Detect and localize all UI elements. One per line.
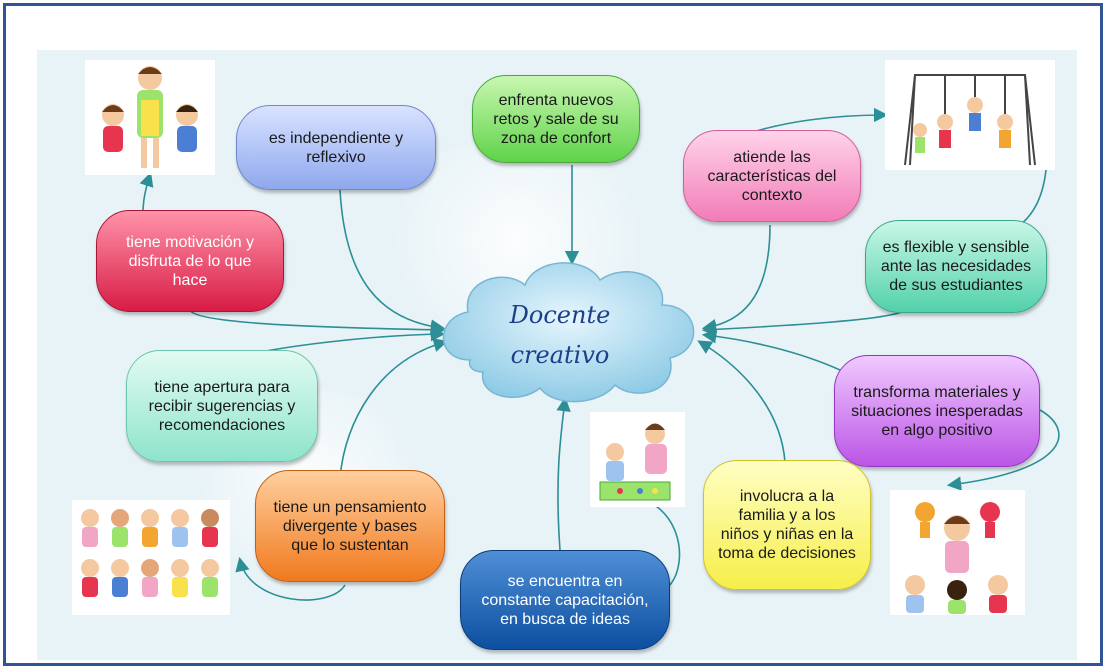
node-independiente: es independiente y reflexivo <box>236 105 436 190</box>
link-n7-center <box>701 329 841 371</box>
link-n3-center <box>701 224 771 334</box>
node-pensamiento-divergente: tiene un pensamiento divergente y bases … <box>255 470 445 582</box>
node-caracteristicas-contexto: atiende las características del contexto <box>683 130 861 222</box>
link-n8-pic3 <box>235 556 346 601</box>
node-apertura: tiene apertura para recibir sugerencias … <box>126 350 318 462</box>
center-title-line1: Docente <box>509 301 611 329</box>
children-group-illustration <box>72 500 230 615</box>
center-title-line2: creativo <box>510 341 610 369</box>
link-n4-center <box>189 309 446 337</box>
link-n7-pic5 <box>946 409 1060 491</box>
playground-illustration <box>885 60 1055 170</box>
node-involucra-familia: involucra a la familia y a los niños y n… <box>703 460 871 590</box>
node-motivacion: tiene motivación y disfruta de lo que ha… <box>96 210 284 312</box>
puppet-show-illustration <box>890 490 1025 615</box>
center-title: Docente creativo <box>470 295 650 375</box>
node-flexible-sensible: es flexible y sensible ante las necesida… <box>865 220 1047 313</box>
node-enfrenta-retos: enfrenta nuevos retos y sale de su zona … <box>472 75 640 163</box>
link-n2-center <box>339 189 446 334</box>
link-n9-center <box>697 340 786 463</box>
link-n10-center <box>556 396 571 551</box>
teacher-children-illustration <box>85 60 215 175</box>
node-capacitacion: se encuentra en constante capacitación, … <box>460 550 670 650</box>
link-n8-center <box>339 338 449 479</box>
link-n5-center <box>701 309 906 337</box>
drawing-activity-illustration <box>590 412 685 507</box>
node-transforma-materiales: transforma materiales y situaciones ines… <box>834 355 1040 467</box>
